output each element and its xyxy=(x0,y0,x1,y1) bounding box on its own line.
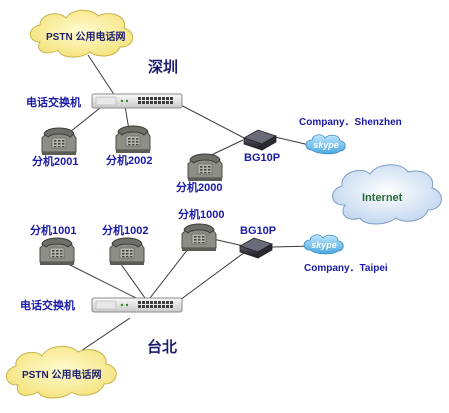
phone-icon-2002 xyxy=(115,125,151,154)
gateway-label-shenzhen: BG10P xyxy=(244,152,281,164)
pstn-cloud-taipei xyxy=(6,346,117,399)
phone-icon-2000 xyxy=(187,153,223,182)
city-label-taipei: 台北 xyxy=(147,339,178,356)
phone-label-1002: 分机1002 xyxy=(102,225,149,237)
skype-logo-shenzhen: skype xyxy=(305,134,346,155)
skype-text-taipei: skype xyxy=(311,240,337,250)
pbx-label-shenzhen: 电话交换机 xyxy=(26,97,81,109)
phone-label-1000: 分机1000 xyxy=(178,209,225,221)
pstn-label-shenzhen: PSTN 公用电话网 xyxy=(46,32,126,43)
skype-text-shenzhen: skype xyxy=(313,140,339,150)
company-label-shenzhen: Company．Shenzhen xyxy=(299,117,402,128)
pstn-cloud-shenzhen xyxy=(29,9,134,58)
pbx-switch-shenzhen xyxy=(91,93,183,109)
city-label-shenzhen: 深圳 xyxy=(148,59,179,76)
pstn-label-taipei: PSTN 公用电话网 xyxy=(22,370,102,381)
pbx-switch-taipei xyxy=(91,297,183,313)
phone-label-1001: 分机1001 xyxy=(30,225,77,237)
gateway-taipei xyxy=(239,237,273,259)
gateway-shenzhen xyxy=(243,129,277,151)
phone-icon-1000 xyxy=(181,223,217,252)
skype-logo-taipei: skype xyxy=(303,234,344,255)
gateway-label-taipei: BG10P xyxy=(240,225,277,237)
internet-label: Internet xyxy=(362,192,403,204)
pbx-label-taipei: 电话交换机 xyxy=(20,300,75,312)
internet-cloud xyxy=(332,164,442,225)
phone-label-2000: 分机2000 xyxy=(176,182,223,194)
phone-icon-1001 xyxy=(39,237,75,266)
phone-icon-2001 xyxy=(41,127,77,156)
phone-label-2002: 分机2002 xyxy=(106,155,153,167)
company-label-taipei: Company．Taipei xyxy=(304,263,388,274)
phone-icon-1002 xyxy=(109,237,145,266)
phone-label-2001: 分机2001 xyxy=(32,156,79,168)
